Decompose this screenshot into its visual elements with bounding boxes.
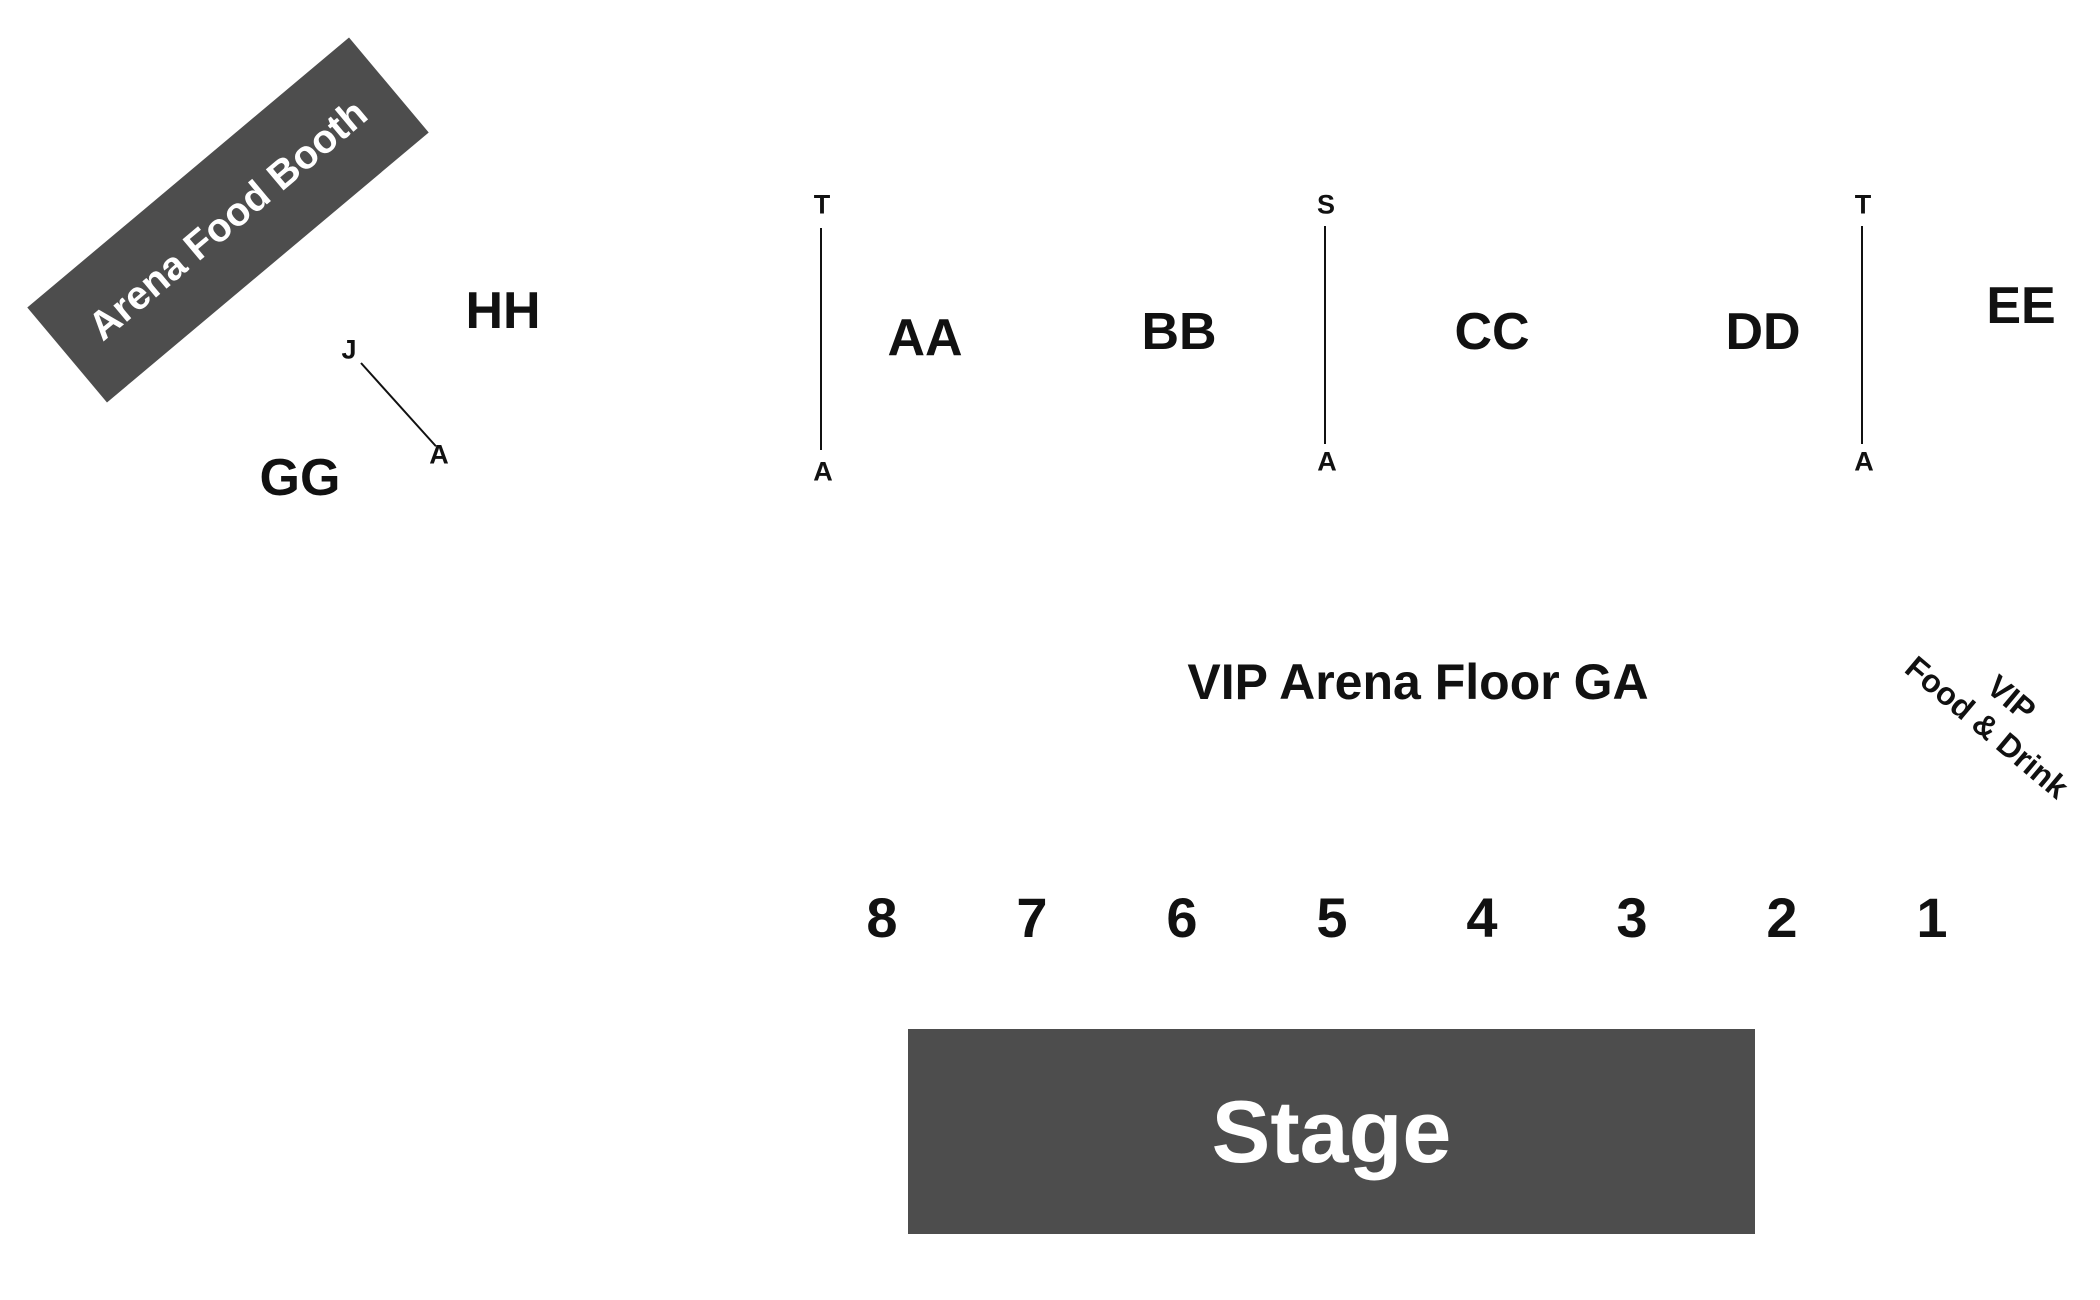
pit-section-6[interactable]: 6	[1166, 886, 1198, 949]
section-dd[interactable]: DD	[1725, 303, 1801, 361]
section-gg[interactable]: GG	[259, 449, 341, 507]
stage: Stage	[908, 1029, 1755, 1234]
row-line-aa	[820, 228, 822, 450]
pit-section-3[interactable]: 3	[1616, 886, 1648, 949]
row-line-gg-hh	[360, 362, 437, 447]
section-hh[interactable]: HH	[465, 282, 541, 340]
pit-section-8[interactable]: 8	[866, 886, 898, 949]
section-aa[interactable]: AA	[887, 309, 963, 367]
section-ee[interactable]: EE	[1986, 277, 2056, 335]
row-marker-a-aa: A	[813, 456, 833, 487]
stage-label: Stage	[1211, 1081, 1452, 1181]
arena-food-booth[interactable]: Arena Food Booth	[27, 37, 429, 403]
arena-food-booth-label: Arena Food Booth	[79, 90, 376, 349]
row-marker-a-gg: A	[429, 439, 449, 470]
row-marker-s: S	[1316, 189, 1336, 220]
row-marker-t-aa: T	[813, 189, 831, 220]
row-line-dd-ee	[1861, 226, 1863, 444]
pit-section-1[interactable]: 1	[1916, 886, 1948, 949]
row-marker-a-ee: A	[1854, 446, 1874, 477]
pit-section-2[interactable]: 2	[1766, 886, 1798, 949]
pit-section-7[interactable]: 7	[1016, 886, 1048, 949]
pit-section-5[interactable]: 5	[1316, 886, 1348, 949]
vip-arena-floor-ga[interactable]: VIP Arena Floor GA	[1187, 654, 1649, 710]
row-line-bb-cc	[1324, 226, 1326, 444]
row-marker-t-ee: T	[1854, 189, 1872, 220]
pit-section-4[interactable]: 4	[1466, 886, 1498, 949]
section-cc[interactable]: CC	[1454, 303, 1530, 361]
section-bb[interactable]: BB	[1141, 303, 1217, 361]
row-marker-j: J	[341, 334, 357, 365]
row-marker-a-bb: A	[1317, 446, 1337, 477]
vip-food-drink[interactable]: VIP Food & Drink	[1897, 619, 2100, 807]
